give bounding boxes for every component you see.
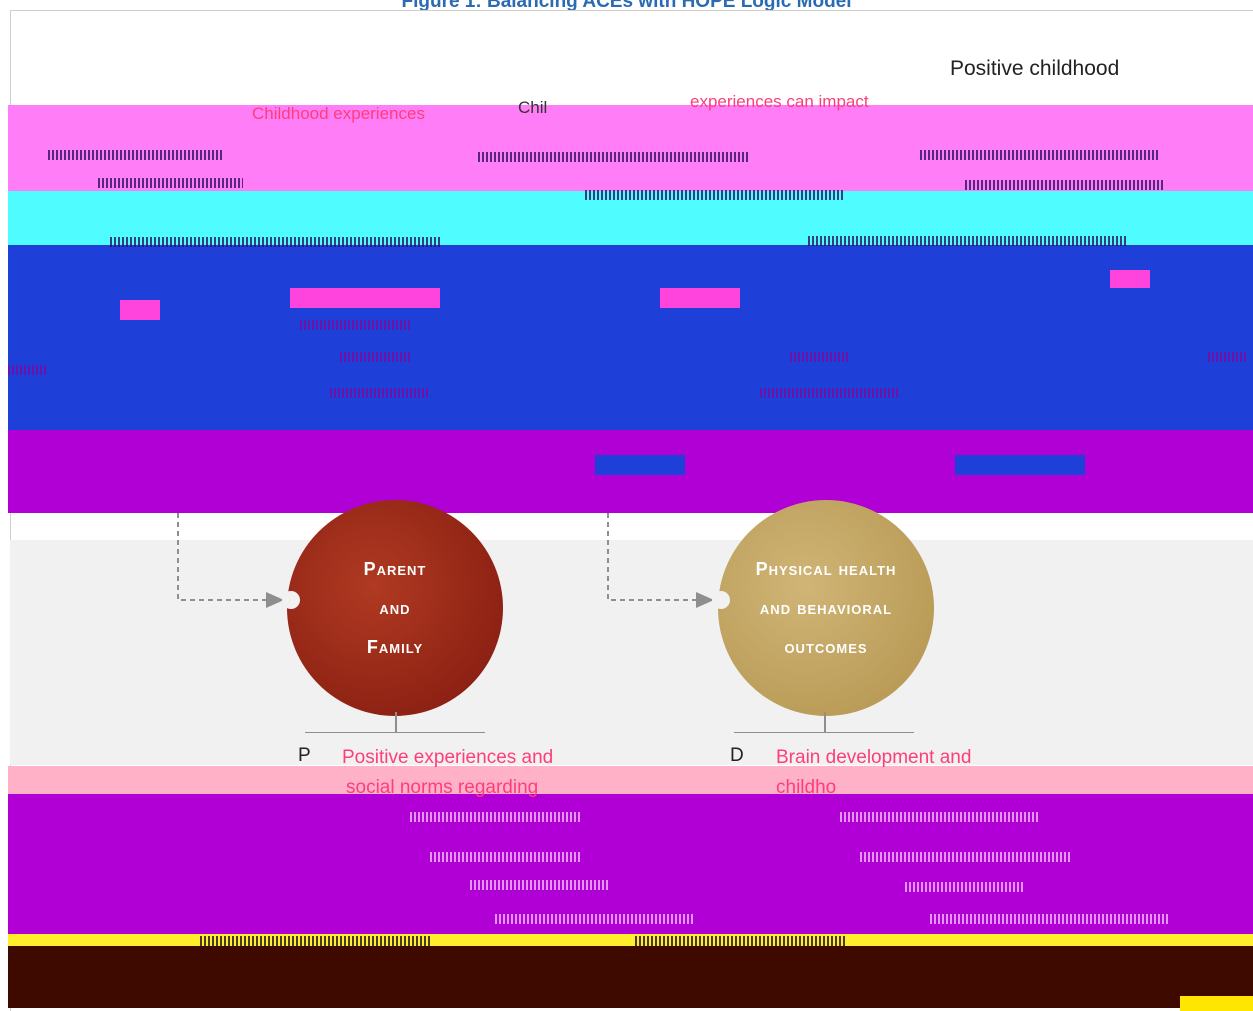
parent-caption-line1: Positive experiences and: [342, 747, 554, 768]
glitch-noise: [478, 152, 748, 162]
arrowhead-health: [696, 592, 714, 608]
parent-family-label-line2: and: [379, 597, 411, 618]
glitch-noise: [495, 914, 695, 924]
glitch-noise: [920, 150, 1160, 160]
glitch-noise: [430, 852, 580, 862]
glitch-noise: [905, 882, 1025, 892]
glitch-noise: [470, 880, 610, 890]
glitch-chip: [955, 455, 1085, 475]
glitch-noise: [930, 914, 1170, 924]
glitch-noise: [340, 352, 410, 362]
node-stem: [824, 712, 826, 732]
node-stem: [395, 712, 397, 732]
glitch-noise: [410, 812, 580, 822]
top-right-heading: Positive childhood: [950, 57, 1120, 80]
glitch-chip: [290, 288, 440, 308]
parent-family-label-line3: Family: [366, 636, 424, 657]
node-notch: [712, 591, 730, 609]
glitch-band-pink: [8, 105, 1253, 191]
arrow-to-health: [607, 513, 698, 601]
parent-family-label-line1: Parent: [363, 558, 427, 579]
faint-text-prefix: Chil: [518, 98, 548, 117]
faint-text-left: Childhood experiences: [252, 104, 425, 123]
glitch-band-purple-low: [8, 794, 1253, 934]
glitch-noise: [98, 178, 243, 188]
glitch-noise: [760, 388, 900, 398]
glitch-noise: [965, 180, 1165, 190]
caption-rule: [305, 732, 485, 733]
glitch-chip: [595, 455, 685, 475]
glitch-corner: [1180, 996, 1253, 1011]
arrow-to-parent: [177, 513, 268, 601]
node-notch: [282, 591, 300, 609]
diagram-background: [10, 540, 1253, 765]
health-outcomes-label-line3: outcomes: [784, 636, 868, 657]
glitch-noise: [840, 812, 1040, 822]
parent-caption-prefix: P: [298, 745, 311, 766]
glitch-band-brown: [8, 946, 1253, 1008]
glitch-noise: [330, 388, 430, 398]
health-outcomes-label-line1: Physical health: [755, 558, 897, 579]
glitch-noise: [1208, 352, 1248, 362]
health-caption-line2: childho: [776, 777, 837, 798]
glitch-chip: [120, 300, 160, 320]
glitch-noise: [8, 365, 48, 375]
glitch-band-blue: [8, 245, 1253, 430]
caption-rule: [734, 732, 914, 733]
glitch-noise: [110, 237, 440, 247]
faint-text-center: experiences can impact: [690, 92, 869, 111]
health-outcomes-node: Physical health and behavioral outcomes: [718, 500, 934, 716]
glitch-noise: [790, 352, 850, 362]
glitch-chip: [660, 288, 740, 308]
glitch-chip: [1110, 270, 1150, 288]
parent-caption-line2: social norms regarding: [346, 777, 539, 798]
health-caption-prefix: D: [730, 745, 744, 766]
glitch-noise: [200, 936, 430, 946]
figure-title: Figure 1: Balancing ACEs with HOPE Logic…: [401, 0, 852, 12]
glitch-noise: [808, 236, 1128, 246]
glitch-noise: [48, 150, 223, 160]
glitch-noise: [585, 190, 845, 200]
glitch-band-pink-low: [8, 766, 1253, 794]
glitch-noise: [635, 936, 845, 946]
arrowhead-parent: [266, 592, 284, 608]
health-outcomes-label-line2: and behavioral: [759, 597, 893, 618]
health-caption-line1: Brain development and: [776, 747, 972, 768]
glitch-noise: [860, 852, 1070, 862]
parent-family-node: Parent and Family: [287, 500, 503, 716]
glitch-noise: [300, 320, 410, 330]
